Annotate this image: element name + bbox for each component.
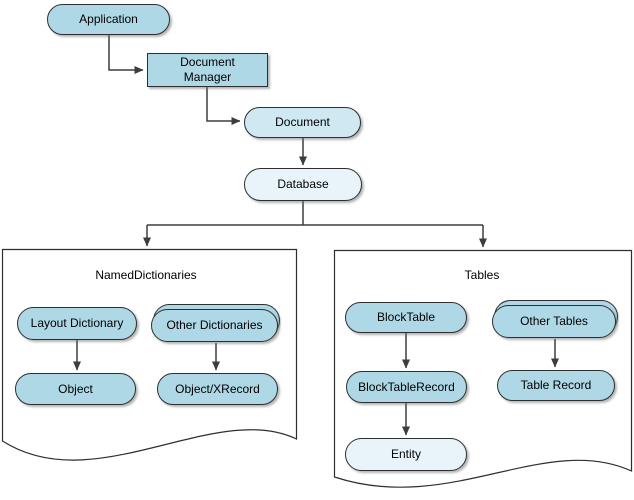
node-layout-dictionary: Layout Dictionary xyxy=(17,307,137,340)
node-document-manager: Document Manager xyxy=(147,53,268,87)
connector-application-document-manager xyxy=(108,35,144,74)
connector-document-manager-document xyxy=(206,86,241,125)
node-database: Database xyxy=(244,168,362,201)
container-tables-title: Tables xyxy=(464,268,500,282)
node-block-table: BlockTable xyxy=(345,302,467,333)
node-document: Document xyxy=(244,107,361,138)
container-named-dictionaries-title: NamedDictionaries xyxy=(95,268,197,282)
node-entity: Entity xyxy=(345,438,467,471)
connector-database-branch xyxy=(147,201,483,226)
container-named-dictionaries-shape xyxy=(1,248,298,461)
node-other-tables: Other Tables xyxy=(492,305,616,338)
node-object: Object xyxy=(15,373,136,405)
node-block-table-record: BlockTableRecord xyxy=(346,371,467,403)
node-other-dictionaries: Other Dictionaries xyxy=(151,309,278,342)
node-application: Application xyxy=(47,4,170,35)
node-table-record: Table Record xyxy=(497,370,615,401)
node-object-xrecord: Object/XRecord xyxy=(157,373,278,405)
